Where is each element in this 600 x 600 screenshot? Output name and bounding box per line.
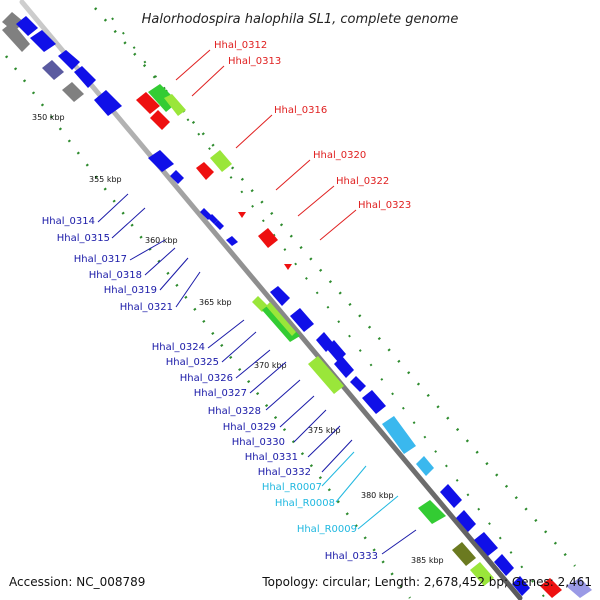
map-title: Halorhodospira halophila SL1, complete g… [142, 12, 459, 27]
gene-arrow[interactable] [62, 82, 84, 102]
gene-arrow[interactable] [456, 510, 476, 532]
gene-label[interactable]: Hhal_0333 [325, 551, 378, 562]
gene-label[interactable]: Hhal_0332 [258, 467, 311, 478]
tick-label: 360 kbp [145, 236, 178, 245]
gene-label[interactable]: Hhal_0320 [313, 150, 366, 161]
leader-lines-cyan [321, 451, 399, 530]
gene-arrow[interactable] [42, 60, 64, 80]
inner-dotted-track [4, 55, 412, 599]
gene-arrow[interactable] [540, 578, 562, 598]
gene-arrow[interactable] [416, 456, 434, 476]
gene-arrow[interactable] [258, 228, 278, 248]
gene-arrow[interactable] [284, 264, 292, 270]
gene-arrow[interactable] [170, 170, 184, 184]
gene-arrow[interactable] [418, 500, 446, 524]
gene-arrow[interactable] [362, 390, 386, 414]
gene-labels-cyan: Hhal_R0007 Hhal_R0008 Hhal_R0009 [262, 482, 357, 535]
gene-label[interactable]: Hhal_0319 [104, 285, 157, 296]
gene-arrow[interactable] [470, 562, 494, 586]
gene-label[interactable]: Hhal_0318 [89, 270, 142, 281]
gene-arrow[interactable] [452, 542, 476, 566]
gene-arrow[interactable] [266, 302, 296, 336]
gene-arrow[interactable] [2, 12, 24, 32]
gene-label[interactable]: Hhal_0326 [180, 373, 233, 384]
gene-arrow[interactable] [30, 30, 56, 52]
gene-label[interactable]: Hhal_0328 [208, 406, 261, 417]
gene-arrow[interactable] [74, 66, 96, 88]
gene-arrow[interactable] [440, 484, 462, 508]
tick-label: 375 kbp [308, 426, 341, 435]
middle-dotted-track [111, 17, 546, 599]
gene-arrow[interactable] [382, 416, 416, 454]
tick-label: 365 kbp [199, 298, 232, 307]
gene-label[interactable]: Hhal_0327 [194, 388, 247, 399]
tick-label: 370 kbp [254, 361, 287, 370]
gene-arrow[interactable] [2, 22, 30, 52]
gene-arrow[interactable] [290, 308, 314, 332]
gene-arrow[interactable] [94, 90, 122, 116]
gene-label[interactable]: Hhal_0323 [358, 200, 411, 211]
gene-labels-red: Hhal_0312 Hhal_0313 Hhal_0316 Hhal_0320 … [214, 40, 411, 211]
tick-label: 350 kbp [32, 113, 65, 122]
gene-arrow[interactable] [196, 162, 214, 180]
tick-label: 385 kbp [411, 556, 444, 565]
gene-labels-blue: Hhal_0314 Hhal_0315 Hhal_0317 Hhal_0318 … [42, 216, 378, 562]
gene-label[interactable]: Hhal_0316 [274, 105, 327, 116]
gene-arrow[interactable] [136, 92, 160, 114]
gene-arrow[interactable] [58, 50, 80, 70]
gene-arrow[interactable] [238, 212, 246, 218]
gene-arrow[interactable] [150, 110, 170, 130]
gene-arrow[interactable] [474, 532, 498, 556]
gene-arrow[interactable] [16, 16, 38, 36]
genome-summary-text: Topology: circular; Length: 2,678,452 bp… [261, 575, 592, 589]
gene-label[interactable]: Hhal_0322 [336, 176, 389, 187]
gene-label[interactable]: Hhal_R0007 [262, 482, 322, 493]
tick-label: 380 kbp [361, 491, 394, 500]
gene-label[interactable]: Hhal_0330 [232, 437, 285, 448]
gene-label[interactable]: Hhal_0331 [245, 452, 298, 463]
left-strand-genes [2, 12, 494, 586]
gene-label[interactable]: Hhal_R0009 [297, 524, 357, 535]
gene-arrow[interactable] [494, 554, 514, 576]
gene-arrow[interactable] [210, 150, 232, 172]
gene-label[interactable]: Hhal_R0008 [275, 498, 335, 509]
gene-label[interactable]: Hhal_0315 [57, 233, 110, 244]
gene-arrow[interactable] [316, 332, 334, 352]
gene-arrow[interactable] [252, 296, 268, 312]
gene-arrow[interactable] [208, 214, 218, 224]
gene-arrow[interactable] [308, 356, 344, 394]
gene-label[interactable]: Hhal_0314 [42, 216, 95, 227]
gene-arrow[interactable] [164, 94, 186, 116]
gene-label[interactable]: Hhal_0325 [166, 357, 219, 368]
accession-text: Accession: NC_008789 [9, 575, 145, 589]
right-strand-genes [136, 84, 592, 598]
tick-labels: 350 kbp 355 kbp 360 kbp 365 kbp 370 kbp … [32, 113, 444, 565]
genome-backbone [19, 0, 523, 600]
gene-arrow[interactable] [334, 356, 354, 378]
gene-arrow[interactable] [350, 376, 366, 392]
gene-arrow[interactable] [214, 220, 224, 230]
gene-label[interactable]: Hhal_0317 [74, 254, 127, 265]
gene-label[interactable]: Hhal_0321 [120, 302, 173, 313]
gene-label[interactable]: Hhal_0329 [223, 422, 276, 433]
tick-label: 355 kbp [89, 175, 122, 184]
gene-label[interactable]: Hhal_0324 [152, 342, 205, 353]
gene-arrow[interactable] [512, 576, 530, 596]
gene-arrow[interactable] [226, 236, 238, 246]
gene-arrow[interactable] [566, 578, 592, 598]
gene-arrow[interactable] [270, 286, 290, 306]
gene-arrow[interactable] [148, 150, 174, 172]
leader-lines-blue [97, 193, 417, 555]
gene-label[interactable]: Hhal_0312 [214, 40, 267, 51]
leader-lines-red [175, 49, 357, 241]
gene-label[interactable]: Hhal_0313 [228, 56, 281, 67]
